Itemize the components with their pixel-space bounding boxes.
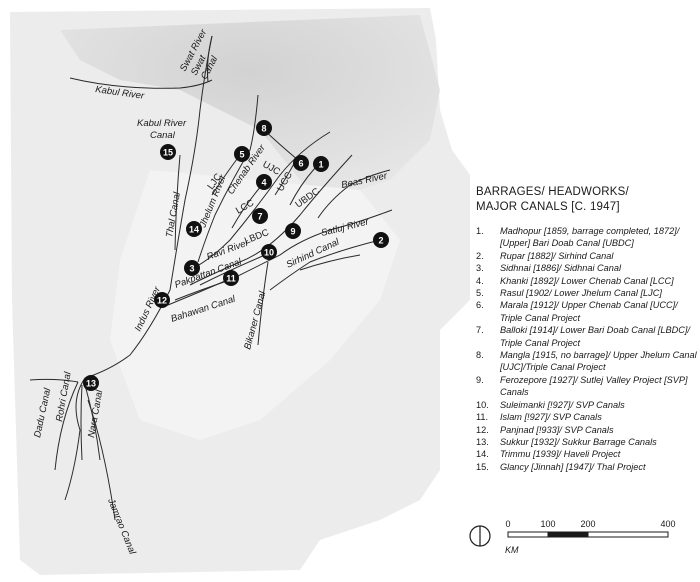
legend-item: 13.Sukkur [1932]/ Sukkur Barrage Canals [476,436,657,447]
legend-list: 1.Madhopur [1859, barrage completed, 187… [476,225,698,473]
legend-item: 9.Ferozepore [1927]/ Sutlej Valley Proje… [476,374,688,398]
marker-12: 12 [154,292,170,308]
legend-item: 1.Madhopur [1859, barrage completed, 187… [476,226,680,249]
thal-canal-line [174,154,181,251]
legend-title-line2: MAJOR CANALS [C. 1947] [476,201,620,213]
ubdc-line [289,167,316,206]
svg-text:11: 11 [226,274,236,284]
legend-item: 8.Mangla [1915, no barrage]/ Upper Jhelu… [476,350,697,373]
kabul-river-line [69,77,213,89]
markers: 1 2 3 4 5 6 7 8 9 10 11 12 13 14 15 [83,120,389,391]
marker-7: 7 [252,208,268,224]
north-arrow [469,525,491,547]
marker-10: 10 [261,244,277,260]
indus-delta-line [29,378,79,383]
indus-river-line [64,35,213,501]
svg-text:6: 6 [298,159,303,169]
bikaner-canal-line [257,261,269,346]
scale-tick-200: 200 [580,519,595,529]
legend-item: 3.Sidhnai [1886]/ Sidhnai Canal [476,263,622,274]
svg-text:9: 9 [290,227,295,237]
legend-item: 12.Panjnad [!933]/ SVP Canals [476,424,614,435]
svg-text:5: 5 [239,150,244,160]
scale-unit: KM [505,545,519,555]
svg-text:12: 12 [157,296,167,306]
plains-shade [110,170,400,440]
legend-item: 10.Suleimanki [!927]/ SVP Canals [476,399,625,410]
legend-item: 15.Glancy [Jinnah] [1947]/ Thal Project [476,461,646,472]
scale-bar: 0 100 200 400 KM [505,519,676,555]
svg-text:13: 13 [86,379,96,389]
marker-6: 6 [293,155,309,171]
legend: BARRAGES/ HEADWORKS/ MAJOR CANALS [C. 19… [476,185,698,473]
marker-9: 9 [285,223,301,239]
kabul-river-canal-label-2: Canal [150,130,176,141]
svg-text:10: 10 [264,248,274,258]
svg-text:3: 3 [189,264,194,274]
pakpattan-canal-line [199,254,266,286]
svg-text:8: 8 [261,124,266,134]
mountain-shade [60,15,440,200]
jhelum-river-line [197,94,259,263]
southern-canals-line [299,254,361,271]
marker-5: 5 [234,146,250,162]
marker-1: 1 [313,156,329,172]
scale-tick-0: 0 [505,519,510,529]
legend-title: BARRAGES/ HEADWORKS/ MAJOR CANALS [C. 19… [476,185,698,215]
svg-text:4: 4 [261,178,266,188]
marker-11: 11 [223,270,239,286]
marker-4: 4 [256,174,272,190]
legend-item: 6.Marala [1912]/ Upper Chenab Canal [UCC… [476,300,678,323]
jamrao-canal-line [87,399,116,521]
marker-13: 13 [83,375,99,391]
svg-text:2: 2 [378,236,383,246]
kabul-river-canal-label-1: Kabul River [137,118,187,129]
rohri-canal-line [80,384,83,461]
legend-item: 2.Rupar [1882]/ Sirhind Canal [476,250,614,261]
legend-item: 4.Khanki [1892]/ Lower Chenab Canal [LCC… [476,275,674,286]
svg-text:14: 14 [189,225,199,235]
beas-river-line [317,169,391,219]
svg-text:1: 1 [318,160,323,170]
marker-8: 8 [256,120,272,136]
dadu-canal-line [54,381,79,471]
svg-text:7: 7 [257,212,262,222]
swat-river-line [207,35,213,83]
legend-item: 14.Trimmu [1939]/ Haveli Project [476,449,621,460]
marker-2: 2 [373,232,389,248]
marker-15: 15 [160,144,176,160]
scale-tick-100: 100 [540,519,555,529]
legend-item: 7.Balloki [1914]/ Lower Bari Doab Canal … [476,325,690,348]
marker-14: 14 [186,221,202,237]
marker-3: 3 [184,260,200,276]
ravi-river-line [189,154,353,286]
legend-item: 11.Islam [!927]/ SVP Canals [476,412,602,423]
chenab-river-line [189,131,331,271]
scale-tick-400: 400 [660,519,675,529]
legend-item: 5.Rasul [1902/ Lower Jhelum Canal [LJC] [476,288,662,299]
svg-text:15: 15 [163,148,173,158]
legend-title-line1: BARRAGES/ HEADWORKS/ [476,186,629,198]
nara-canal-line [84,384,101,461]
sirhind-canal-line [269,239,381,291]
